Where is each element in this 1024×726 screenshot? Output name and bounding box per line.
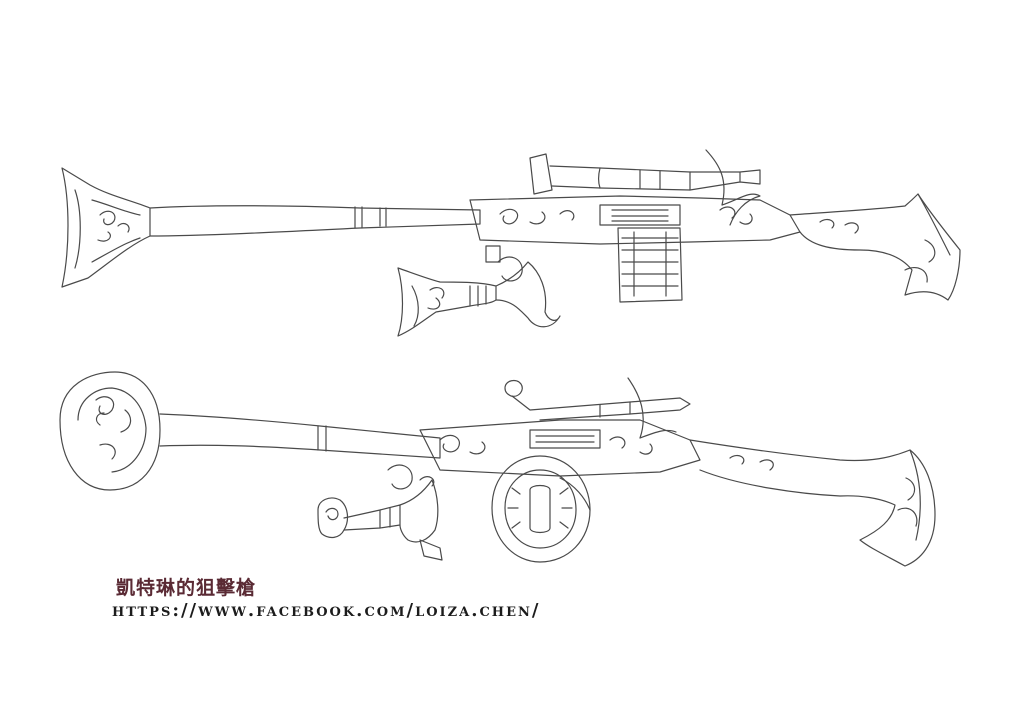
rifle-angled-view [59,371,936,567]
bottom-drum-magazine [491,455,591,563]
bottom-scope [504,379,523,397]
bottom-stock [689,439,936,567]
bottom-barrel [159,413,441,459]
artwork-title: 凱特琳的狙擊槍 [116,577,257,599]
bottom-muzzle-disc [59,371,161,491]
top-magazine [617,227,683,303]
top-barrel [149,205,481,237]
artist-facebook-link[interactable]: HTTPS://WWW.FACEBOOK.COM/LOIZA.CHEN/ [112,600,541,621]
bottom-receiver [419,419,701,477]
top-grip [397,267,497,337]
top-stock [789,193,961,301]
top-receiver [469,195,801,245]
rifle-side-view [61,149,961,337]
top-scope [529,153,553,195]
top-muzzle-flare [61,167,151,288]
bottom-grip [317,497,349,539]
